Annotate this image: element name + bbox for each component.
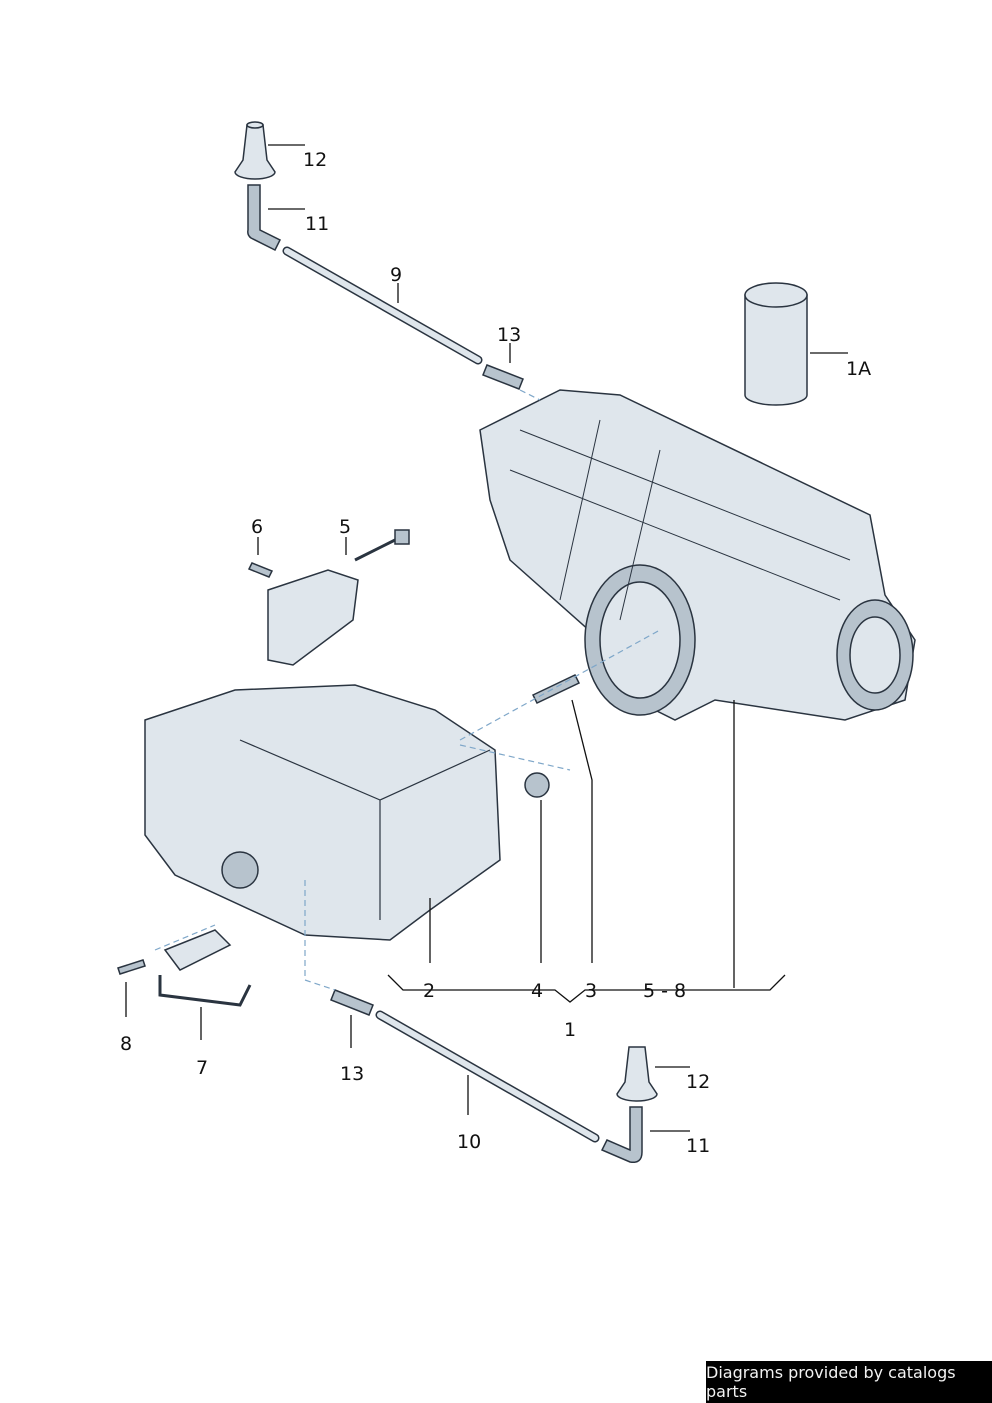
callout-1A: 1A <box>846 358 871 380</box>
callout-1: 1 <box>564 1019 576 1041</box>
callout-11-top: 11 <box>305 213 329 235</box>
callout-12-top: 12 <box>303 149 327 171</box>
supercharger-housing <box>479 389 916 721</box>
callout-12-bottom: 12 <box>686 1071 710 1093</box>
callout-6: 6 <box>251 516 263 538</box>
cap-part-12-top <box>234 121 276 180</box>
cap-part-12-bottom <box>616 1046 658 1102</box>
callout-7: 7 <box>196 1057 208 1079</box>
pipe-part-9 <box>282 246 483 365</box>
callout-8: 8 <box>120 1033 132 1055</box>
valve-part-7 <box>158 929 252 1007</box>
pipe-part-10 <box>375 1010 600 1143</box>
elbow-hose-part-11-top <box>247 184 282 252</box>
stud-part-3 <box>531 674 581 704</box>
callout-3: 3 <box>585 980 597 1002</box>
sleeve-part-13-top <box>482 364 524 390</box>
callout-9: 9 <box>390 264 402 286</box>
sensor-bracket-part-5 <box>267 529 410 666</box>
nut-part-4 <box>524 772 550 798</box>
bolt-part-8 <box>117 959 146 975</box>
callout-13-bottom: 13 <box>340 1063 364 1085</box>
callout-5: 5 <box>339 516 351 538</box>
sleeve-part-13-bottom <box>330 989 374 1016</box>
footer-credit: Diagrams provided by catalogs parts <box>706 1361 992 1403</box>
drive-gearbox-part-2 <box>144 684 501 941</box>
callout-4: 4 <box>531 980 543 1002</box>
fluid-can-part-1A <box>744 282 808 406</box>
elbow-hose-part-11-bottom <box>600 1106 643 1164</box>
callout-11-bottom: 11 <box>686 1135 710 1157</box>
callout-13-top: 13 <box>497 324 521 346</box>
callout-5-8: 5 - 8 <box>643 980 686 1002</box>
callout-2: 2 <box>423 980 435 1002</box>
callout-10: 10 <box>457 1131 481 1153</box>
bolt-part-6 <box>247 562 274 578</box>
